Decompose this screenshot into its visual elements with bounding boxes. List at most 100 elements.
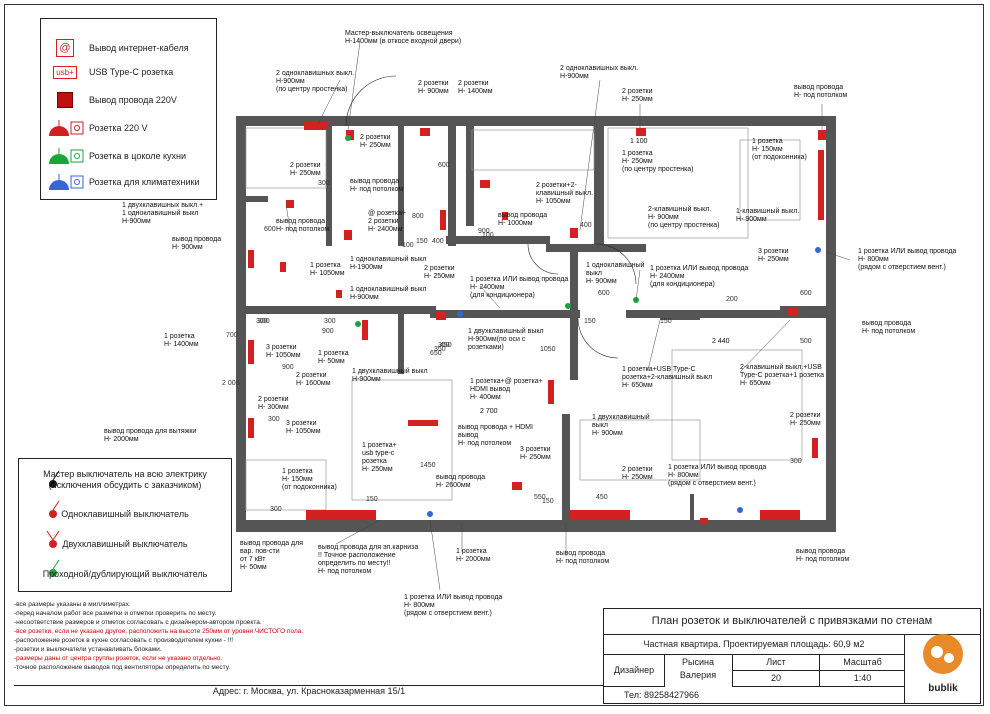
- plan-annotation: 1 одноклавишный выкл Н-1900мм: [350, 256, 427, 271]
- plan-annotation: вывод провода Н- под потолком: [796, 548, 850, 563]
- outlets: [248, 122, 826, 524]
- dimension-label: 900: [322, 328, 334, 335]
- dimension-label: 150: [584, 318, 596, 325]
- plan-annotation: 1 розетка ИЛИ вывод провода Н- 800мм (ря…: [858, 248, 957, 271]
- plan-annotation: 3 розетки Н- 1050мм: [266, 344, 301, 359]
- note-line: -все размеры указаны в миллиметрах.: [14, 601, 131, 608]
- legend-label: Розетка для климатехники: [89, 177, 200, 187]
- dimension-label: 300: [268, 416, 280, 423]
- dimension-label: 400: [432, 238, 444, 245]
- dimension-label: 2 000: [222, 380, 240, 387]
- plan-annotation: 1 двухклавишный выкл Н-900мм(по оси с ро…: [468, 328, 544, 351]
- legend-symbols: @ Вывод интернет-кабеля usb+ USB Type-C …: [40, 18, 217, 200]
- note-line: -несоответствие размеров и отметок согла…: [14, 619, 262, 626]
- sheet-number-label: Лист: [732, 654, 819, 671]
- green-switches: [345, 135, 639, 327]
- legend-label: Розетка в цоколе кухни: [89, 151, 186, 161]
- dimension-label: 800: [412, 213, 424, 220]
- socket-220-icon: [49, 120, 84, 136]
- plan-annotation: 2 розетки Н- 250мм: [424, 265, 455, 280]
- dimension-label: 450: [440, 342, 452, 349]
- usb-outlet-icon: usb+: [53, 65, 77, 79]
- plan-annotation: 3 розетки Н- 250мм: [758, 248, 789, 263]
- plan-annotation: 1 розетка Н- 1400мм: [164, 333, 199, 348]
- plan-annotation: @ розетка+ 2 розетки Н- 2400мм: [368, 210, 406, 233]
- plan-annotation: вывод провода Н- 2600мм: [436, 474, 486, 489]
- plan-annotation: 3 розетки Н- 1050мм: [286, 420, 321, 435]
- dimension-label: 450: [596, 494, 608, 501]
- dimension-label: 300: [324, 318, 336, 325]
- note-line: -точное расположение выводов под вентиля…: [14, 664, 231, 671]
- door-arcs: [345, 75, 637, 359]
- legend-socket: Розетка 220 V: [41, 117, 148, 139]
- dimension-label: 900: [282, 364, 294, 371]
- dimension-label: 1050: [540, 346, 556, 353]
- legend-label: USB Type-C розетка: [89, 67, 174, 77]
- plan-annotation: 2 розетки Н- 250мм: [290, 162, 321, 177]
- sheet-number: 20: [732, 671, 819, 687]
- dimension-label: 600: [800, 290, 812, 297]
- dimension-label: 300: [790, 458, 802, 465]
- legend-single-switch: Одноклавишный выключатель: [61, 509, 189, 519]
- plan-annotation: 2 розетки Н- 250мм: [790, 412, 821, 427]
- scale-value: 1:40: [819, 671, 905, 687]
- sheet-subtitle: Частная квартира. Проектируемая площадь:…: [604, 634, 904, 655]
- dimension-label: 300: [256, 318, 268, 325]
- plan-annotation: 2 440: [712, 338, 730, 345]
- plan-annotation: 2 700: [480, 408, 498, 415]
- plan-annotation: 3 розетки Н- 250мм: [520, 446, 551, 461]
- dimension-label: 150: [660, 318, 672, 325]
- plan-annotation: 2 одноклавишных выкл. Н-900мм: [560, 65, 639, 80]
- bublik-logo: bublik: [915, 630, 971, 694]
- note-line: -расположение розеток в кухне согласоват…: [14, 637, 234, 644]
- dimension-label: 300: [318, 180, 330, 187]
- plan-annotation: вывод провода Н- под потолком: [556, 550, 610, 565]
- dimension-label: 500: [800, 338, 812, 345]
- plan-annotation: 1 розетка+@ розетка+ HDMI вывод Н- 400мм: [470, 378, 543, 401]
- plan-annotation: вывод провода + HDMI вывод Н- под потолк…: [458, 424, 533, 447]
- drawing-sheet: [4, 4, 984, 706]
- socket-kitchen-icon: [49, 148, 84, 164]
- dimension-label: 650: [430, 350, 442, 357]
- legend-master-switch: Мастер выключатель на всю электрику (иск…: [43, 469, 207, 490]
- plan-annotation: 1 розетка Н- 150мм (от подоконника): [752, 138, 807, 161]
- legend-double-switch: Двухклавишный выключатель: [62, 539, 188, 549]
- switch-symbols: [46, 470, 60, 577]
- legend-climate: Розетка для климатехники: [41, 171, 200, 193]
- plan-annotation: 2 розетки Н- 250мм: [622, 88, 653, 103]
- notes: -все размеры указаны в миллиметрах.-пере…: [14, 600, 303, 672]
- plan-annotation: вывод провода Н- 1000мм: [498, 212, 548, 227]
- dimension-label: 300: [270, 506, 282, 513]
- designer-label: Дизайнер: [604, 654, 665, 687]
- plan-annotation: вывод провода для эл.карниза !! Точное р…: [318, 544, 419, 575]
- designer-name: Рысина Валерия: [679, 657, 717, 680]
- socket-climate-icon: [49, 174, 84, 190]
- plan-annotation: 1 розетка Н- 50мм: [318, 350, 349, 365]
- logo-mark-icon: [923, 634, 963, 674]
- wire-output-icon: [57, 92, 73, 108]
- plan-annotation: вывод провода для вар. пов-сти от 7 кВт …: [240, 540, 303, 571]
- plan-annotation: 1 розетка Н- 250мм (по центру простенка): [622, 150, 694, 173]
- plan-annotation: 2 розетки Н- 300мм: [258, 396, 289, 411]
- plan-annotation: 1 розетка Н- 2000мм: [456, 548, 491, 563]
- plan-annotation: 1 розетка Н- 1050мм: [310, 262, 345, 277]
- divider: [904, 634, 905, 704]
- plan-annotation: 1 двухклавишный выкл Н-900мм: [352, 368, 428, 383]
- plan-annotation: вывод провода Н- под потолком: [794, 84, 848, 99]
- plan-annotation: 1 двухклавишных выкл.+ 1 одноклавишный в…: [122, 202, 204, 225]
- plan-annotation: 1 одноклавишный выкл Н- 900мм: [586, 262, 645, 285]
- plan-annotation: 1 розетка ИЛИ вывод провода Н- 800мм (ря…: [404, 594, 503, 617]
- legend-usb: usb+ USB Type-C розетка: [41, 61, 173, 83]
- plan-annotation: 2-клавишный выкл.+USB Type-C розетка+1 р…: [740, 364, 825, 387]
- climate-outlets: [427, 247, 821, 517]
- plan-annotation: 2 розетки Н- 1600мм: [296, 372, 331, 387]
- plan-annotation: Мастер-выключатель освещения Н-1400мм (в…: [345, 30, 462, 45]
- plan-annotation: 2 розетки Н- 250мм: [360, 134, 391, 149]
- sheet-title: План розеток и выключателей с привязками…: [604, 609, 980, 635]
- legend-label: Розетка 220 V: [89, 123, 148, 133]
- plan-annotation: 1 розетка+ usb type-c розетка Н- 250мм: [362, 442, 397, 473]
- dimension-label: 150: [416, 238, 428, 245]
- dimension-label: 600: [438, 162, 450, 169]
- plan-annotation: 1 двухклавишный выкл Н- 900мм: [592, 414, 650, 437]
